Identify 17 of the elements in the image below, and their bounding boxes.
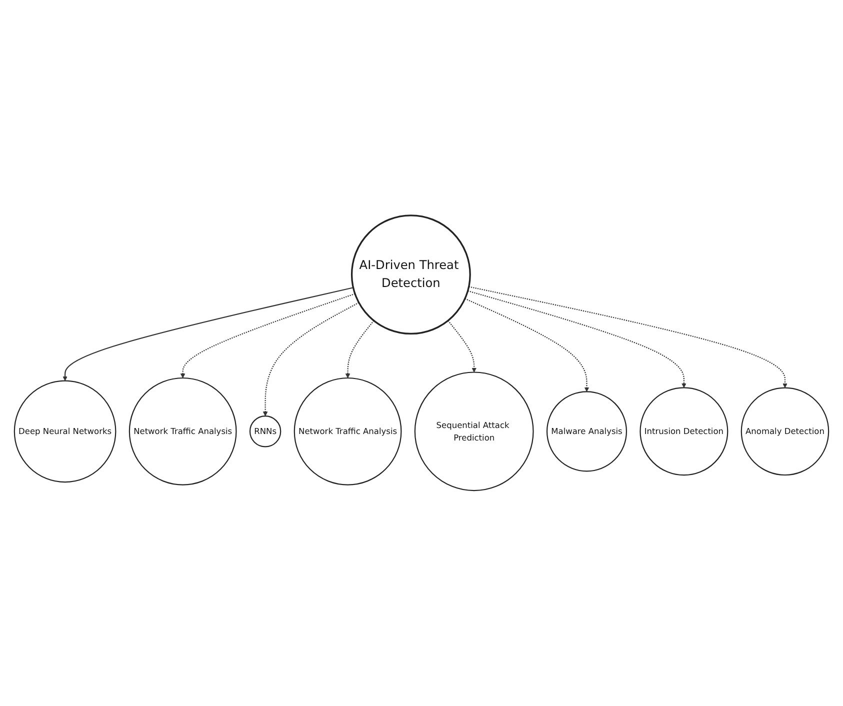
node-circle: Network Traffic Analysis bbox=[128, 377, 237, 486]
node-circle: RNNs bbox=[249, 416, 282, 448]
node-circle: Deep Neural Networks bbox=[14, 380, 116, 483]
node-circle: Sequential Attack Prediction bbox=[414, 372, 534, 492]
node-circle: Anomaly Detection bbox=[740, 387, 830, 476]
node-circle: Malware Analysis bbox=[546, 391, 628, 472]
arrow bbox=[345, 320, 374, 378]
arrow bbox=[468, 290, 686, 388]
arrow bbox=[468, 286, 788, 388]
arrow bbox=[62, 287, 354, 381]
arrow bbox=[180, 293, 356, 378]
node-circle: Intrusion Detection bbox=[640, 387, 728, 476]
arrow bbox=[464, 298, 590, 392]
arrow bbox=[262, 302, 360, 416]
node-circle: AI-Driven Threat Detection bbox=[350, 214, 471, 335]
arrow bbox=[448, 320, 477, 372]
node-circle: Network Traffic Analysis bbox=[294, 377, 402, 486]
